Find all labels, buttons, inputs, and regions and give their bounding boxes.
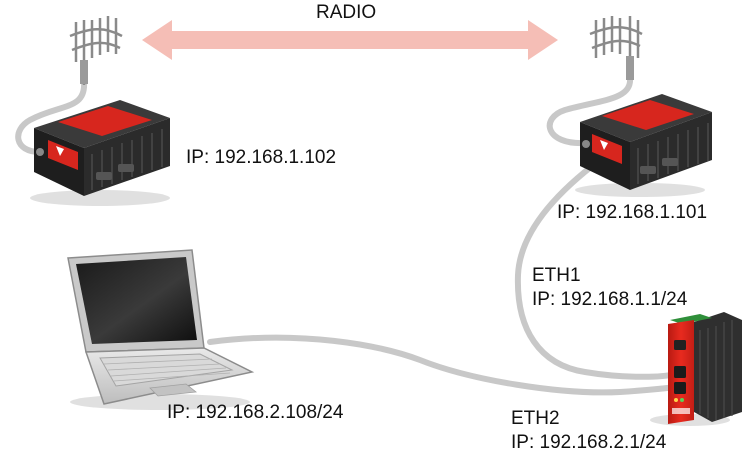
router-icon [650, 312, 742, 426]
eth2-cable [207, 334, 679, 396]
eth1-name-label: ETH1 [532, 265, 581, 286]
radio-label: RADIO [316, 2, 376, 23]
eth2-ip-label: IP: 192.168.2.1/24 [511, 432, 667, 452]
eth1-ip-label: IP: 192.168.1.1/24 [532, 289, 688, 310]
left-antenna-icon [69, 16, 123, 85]
eth1-cable [514, 157, 679, 380]
left-modem-ip-label: IP: 192.168.1.102 [186, 147, 336, 168]
left-radio-modem-icon [30, 100, 170, 206]
right-antenna-icon [589, 16, 643, 80]
right-modem-ip-label: IP: 192.168.1.101 [557, 202, 707, 223]
laptop-icon [67, 249, 255, 410]
cables [15, 75, 679, 396]
radio-link-arrow [142, 20, 558, 60]
left-antenna-cable [15, 79, 88, 155]
right-radio-modem-icon [575, 94, 712, 197]
eth2-name-label: ETH2 [511, 408, 560, 429]
laptop-ip-label: IP: 192.168.2.108/24 [167, 402, 344, 423]
right-antenna-cable [546, 75, 633, 147]
